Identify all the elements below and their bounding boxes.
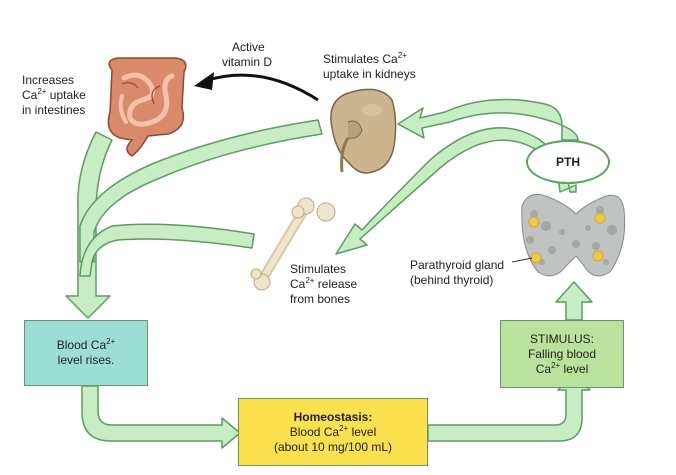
arrow-pth-to-kidney bbox=[397, 98, 579, 141]
intestines-icon bbox=[107, 57, 187, 157]
label-parathyroid-gland: Parathyroid gland (behind thyroid) bbox=[410, 258, 505, 287]
label-vitamin-d: Active vitamin D bbox=[222, 40, 273, 69]
label-intestines-line1: Increases bbox=[22, 73, 75, 87]
pth-label: PTH bbox=[556, 155, 580, 169]
thyroid-icon bbox=[521, 193, 626, 277]
pth-oval: PTH bbox=[526, 140, 610, 184]
homeostasis-box: Homeostasis: Blood Ca2+ level (about 10 … bbox=[238, 398, 428, 466]
arrow-kidney-to-blood bbox=[79, 119, 323, 263]
label-bones: Stimulates Ca2+ release from bones bbox=[290, 262, 358, 306]
arrow-blood-to-homeostasis bbox=[81, 385, 241, 449]
blood-level-rises-box: Blood Ca2+ level rises. bbox=[24, 320, 148, 386]
stimulus-box: STIMULUS: Falling blood Ca2+ level bbox=[500, 320, 624, 388]
label-intestines-line2: Ca2+ uptake bbox=[22, 87, 86, 103]
arrow-vitamin-d bbox=[207, 73, 319, 102]
arrow-vitamin-d-head bbox=[194, 72, 214, 90]
homeostasis-title: Homeostasis: bbox=[293, 409, 373, 424]
label-kidneys: Stimulates Ca2+ uptake in kidneys bbox=[323, 51, 416, 82]
arrow-bones-to-blood bbox=[79, 223, 255, 277]
label-intestines: Increases Ca2+ uptake in intestines bbox=[22, 73, 86, 118]
bone-icon bbox=[250, 197, 336, 291]
arrow-pth-to-bones bbox=[335, 127, 577, 255]
label-intestines-line3: in intestines bbox=[22, 103, 86, 117]
kidney-icon bbox=[330, 88, 397, 174]
arrow-stimulus-to-gland bbox=[555, 281, 593, 321]
gland-leader-line bbox=[511, 257, 533, 263]
